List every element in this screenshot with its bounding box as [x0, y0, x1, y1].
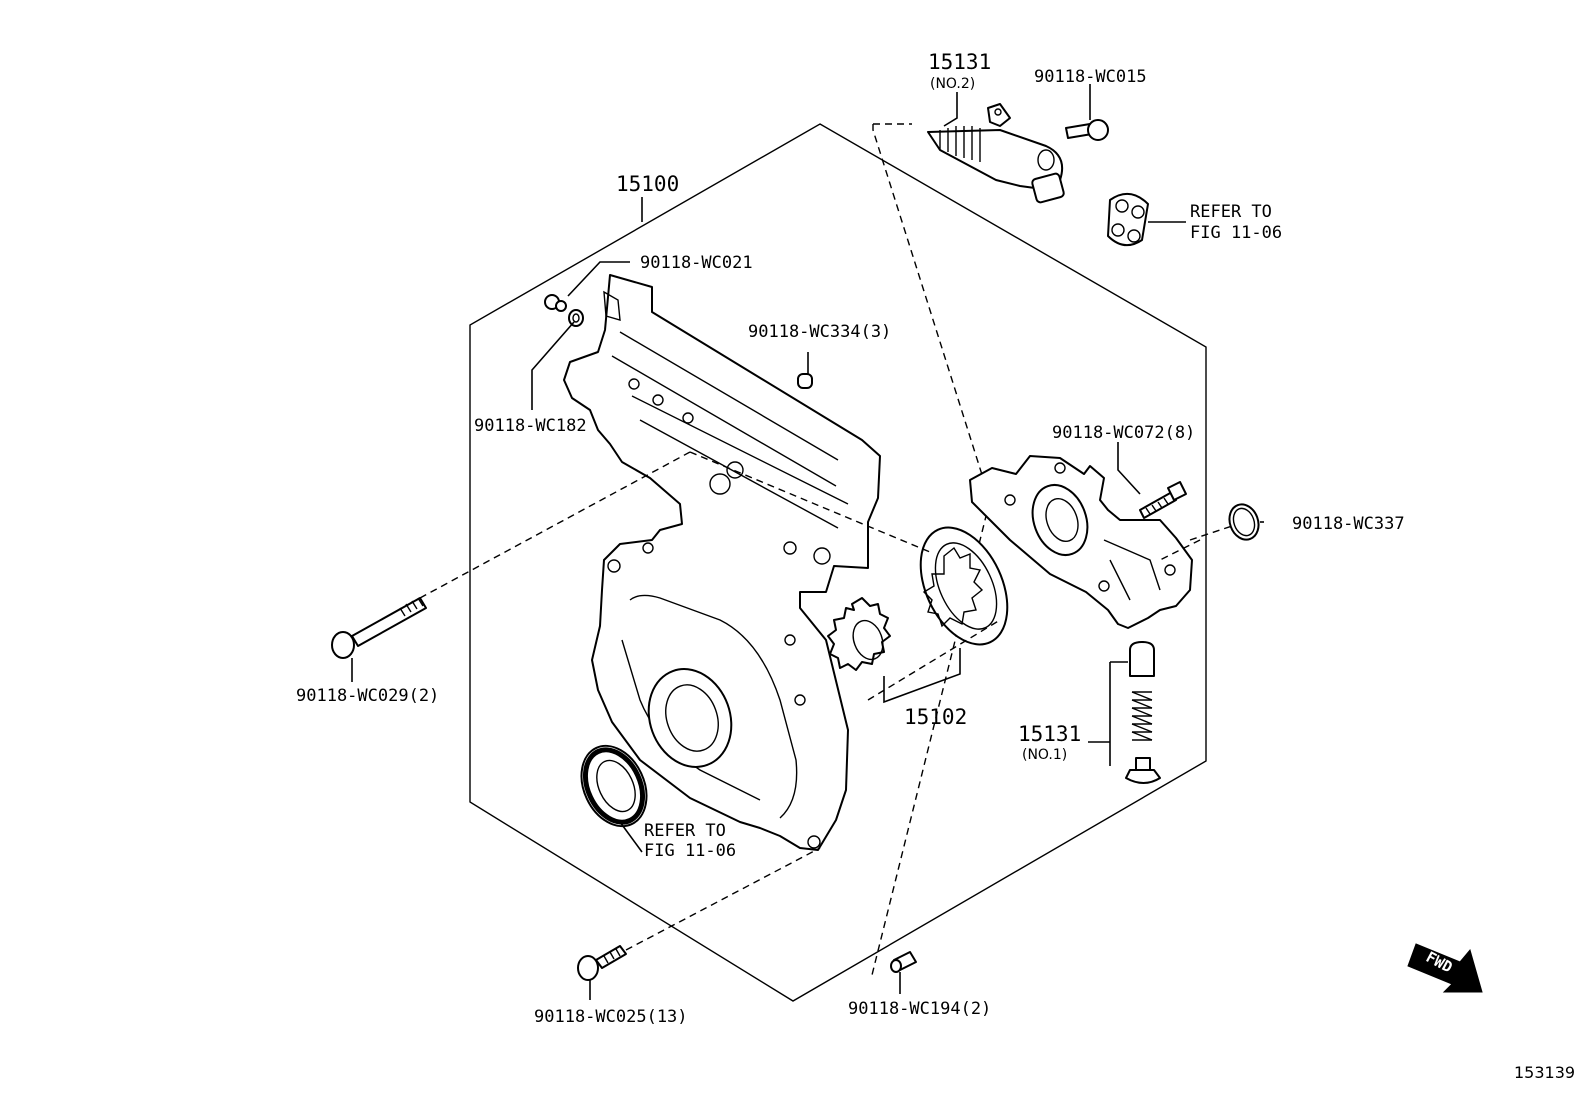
label-15100: 15100 — [616, 172, 679, 196]
relief-valve-no1[interactable] — [1125, 641, 1161, 784]
label-90118-wc029: 90118-WC029(2) — [296, 686, 439, 706]
label-90118-wc334: 90118-WC334(3) — [748, 322, 891, 342]
bolt-90118-wc015[interactable] — [1065, 119, 1109, 141]
bolt-90118-wc029[interactable] — [331, 597, 427, 659]
label-15131-no1: 15131 — [1018, 722, 1081, 746]
label-90118-wc072: 90118-WC072(8) — [1052, 423, 1195, 443]
oil-control-valve-no2[interactable] — [927, 103, 1065, 204]
label-90118-wc182: 90118-WC182 — [474, 416, 587, 436]
crank-oil-seal[interactable] — [569, 735, 659, 836]
bolt-90118-wc025[interactable] — [577, 945, 627, 981]
o-ring-90118-wc337[interactable] — [1225, 500, 1264, 543]
refer-top-line1: REFER TO — [1190, 202, 1272, 222]
label-15102: 15102 — [904, 705, 967, 729]
label-15131-no2: 15131 — [928, 50, 991, 74]
dowel-90118-wc194[interactable] — [890, 951, 917, 973]
fwd-arrow-icon: FWD — [1407, 943, 1483, 993]
washer-90118-wc182[interactable] — [568, 309, 584, 327]
label-15131-no2-sub: (NO.2) — [930, 76, 975, 92]
timing-cover[interactable] — [563, 274, 881, 851]
diagram-id: 153139 — [1514, 1063, 1575, 1082]
bolt-90118-wc021[interactable] — [544, 294, 567, 312]
refer-bottom-line2: FIG 11-06 — [644, 841, 736, 861]
refer-top-line2: FIG 11-06 — [1190, 223, 1282, 243]
dowel-90118-wc334[interactable] — [797, 373, 813, 389]
label-90118-wc015: 90118-WC015 — [1034, 67, 1147, 87]
label-90118-wc194: 90118-WC194(2) — [848, 999, 991, 1019]
ocv-gasket[interactable] — [1107, 193, 1149, 247]
assembly-inner-dash — [868, 124, 991, 976]
bolt-90118-wc072[interactable] — [1139, 481, 1187, 519]
label-15131-no1-sub: (NO.1) — [1022, 747, 1067, 763]
oil-pump-inner-rotor[interactable] — [827, 597, 891, 671]
label-90118-wc021: 90118-WC021 — [640, 253, 753, 273]
label-90118-wc337: 90118-WC337 — [1292, 514, 1405, 534]
assembly-boundary — [469, 123, 1207, 1002]
oil-pump-outer-rotor[interactable] — [903, 514, 1024, 659]
oil-pump-cover[interactable] — [969, 455, 1193, 629]
label-90118-wc025: 90118-WC025(13) — [534, 1007, 688, 1027]
refer-bottom-line1: REFER TO — [644, 821, 726, 841]
